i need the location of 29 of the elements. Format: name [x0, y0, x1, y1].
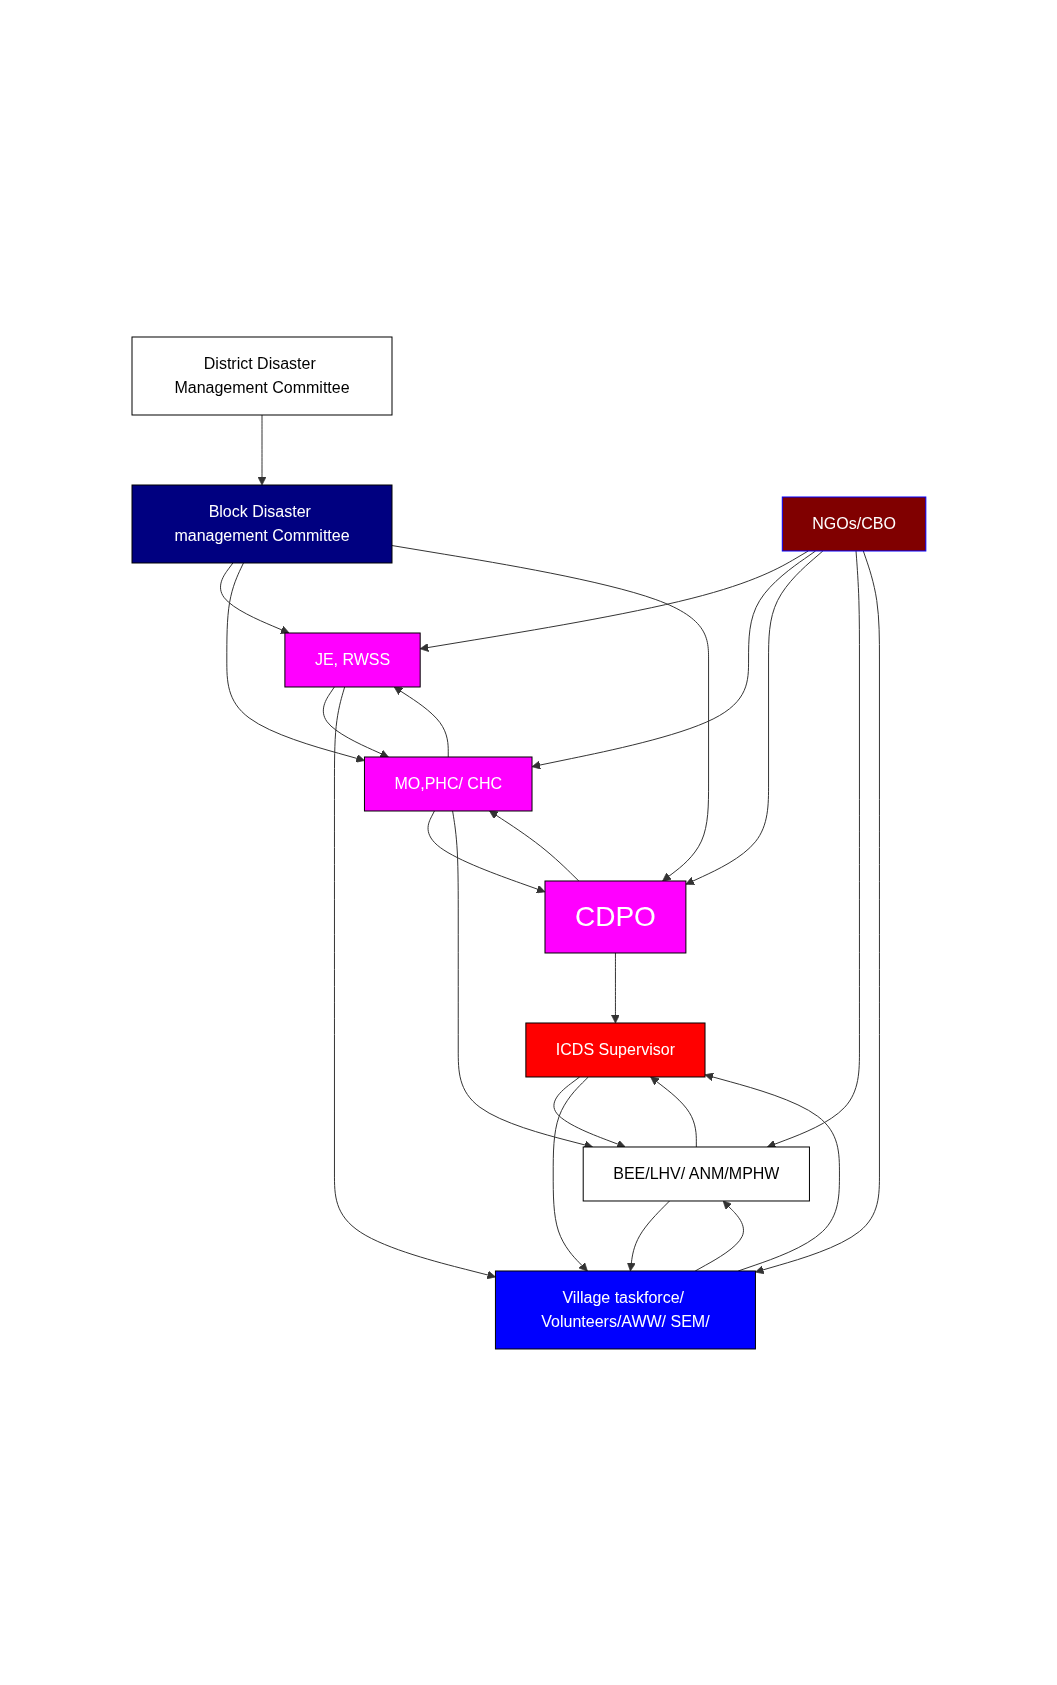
node-box: JE, RWSS — [283, 632, 421, 687]
node-box: Block Disaster management Committee — [131, 484, 393, 563]
node-box: MO,PHC/ CHC — [363, 756, 533, 811]
node-box: CDPO — [544, 880, 686, 953]
arrow — [427, 810, 545, 893]
arrow — [419, 550, 809, 652]
arrow — [531, 550, 816, 769]
arrow — [322, 686, 389, 758]
arrow — [754, 550, 880, 1274]
arrow — [766, 550, 860, 1148]
node-box: Village taskforce/ Volunteers/AWW/ SEM/ — [494, 1270, 756, 1349]
node-box: ICDS Supervisor — [524, 1022, 706, 1077]
arrow — [488, 810, 579, 881]
arrow — [333, 686, 496, 1279]
arrow — [393, 686, 449, 757]
arrow — [552, 1076, 589, 1271]
arrow — [553, 1076, 626, 1148]
arrow — [626, 1200, 670, 1271]
arrow — [257, 414, 266, 485]
node-box: BEE/LHV/ ANM/MPHW — [582, 1146, 810, 1201]
arrow — [704, 1072, 840, 1271]
node-box: NGOs/CBO — [781, 496, 926, 551]
arrow — [391, 544, 709, 881]
arrow — [225, 562, 365, 763]
node-box: District Disaster Management Committee — [131, 336, 393, 415]
arrow — [610, 952, 620, 1023]
arrow — [649, 1076, 697, 1147]
arrow — [219, 562, 290, 634]
arrow — [685, 550, 823, 885]
